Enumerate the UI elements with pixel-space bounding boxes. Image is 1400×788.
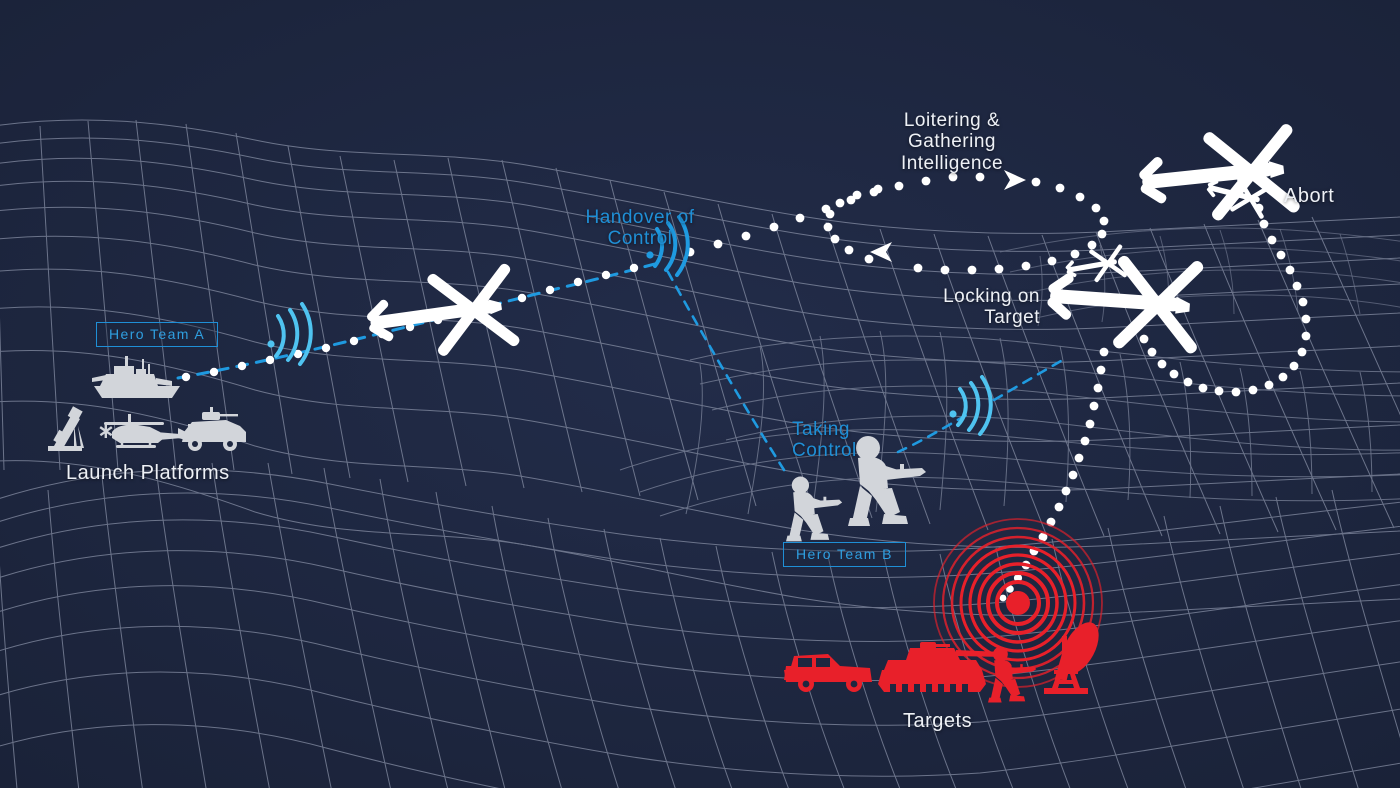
armored-vehicle-icon bbox=[182, 407, 246, 451]
drone-loiter bbox=[1139, 124, 1300, 221]
team-b-control-link bbox=[666, 270, 786, 472]
pickup-truck-target-icon bbox=[784, 654, 872, 692]
badge-hero-team-a[interactable]: Hero Team A bbox=[96, 322, 219, 347]
signal-arc-launch bbox=[267, 302, 313, 366]
radar-dish-target-icon bbox=[1044, 622, 1099, 694]
naval-ship-icon bbox=[92, 356, 180, 398]
soldier-small-icon bbox=[786, 476, 843, 542]
orbit-arrow-left bbox=[870, 242, 892, 262]
badge-hero-team-b[interactable]: Hero Team B bbox=[783, 542, 906, 567]
signal-arc-handover bbox=[646, 215, 690, 277]
orbit-arrow-right bbox=[1004, 170, 1026, 190]
helicopter-icon bbox=[99, 414, 186, 448]
drone-strike bbox=[1047, 255, 1204, 354]
loiter-orbit-path bbox=[823, 170, 1109, 275]
signal-arc-teamb bbox=[949, 375, 993, 436]
soldier-large-icon bbox=[848, 436, 926, 526]
mortar-launcher-icon bbox=[48, 406, 84, 451]
drone-strike-secondary bbox=[1065, 244, 1127, 283]
soldier-target-icon bbox=[988, 646, 1037, 703]
drone-outbound bbox=[366, 263, 520, 356]
drone-abort-secondary bbox=[1206, 177, 1272, 219]
tank-target-icon bbox=[878, 642, 1004, 692]
